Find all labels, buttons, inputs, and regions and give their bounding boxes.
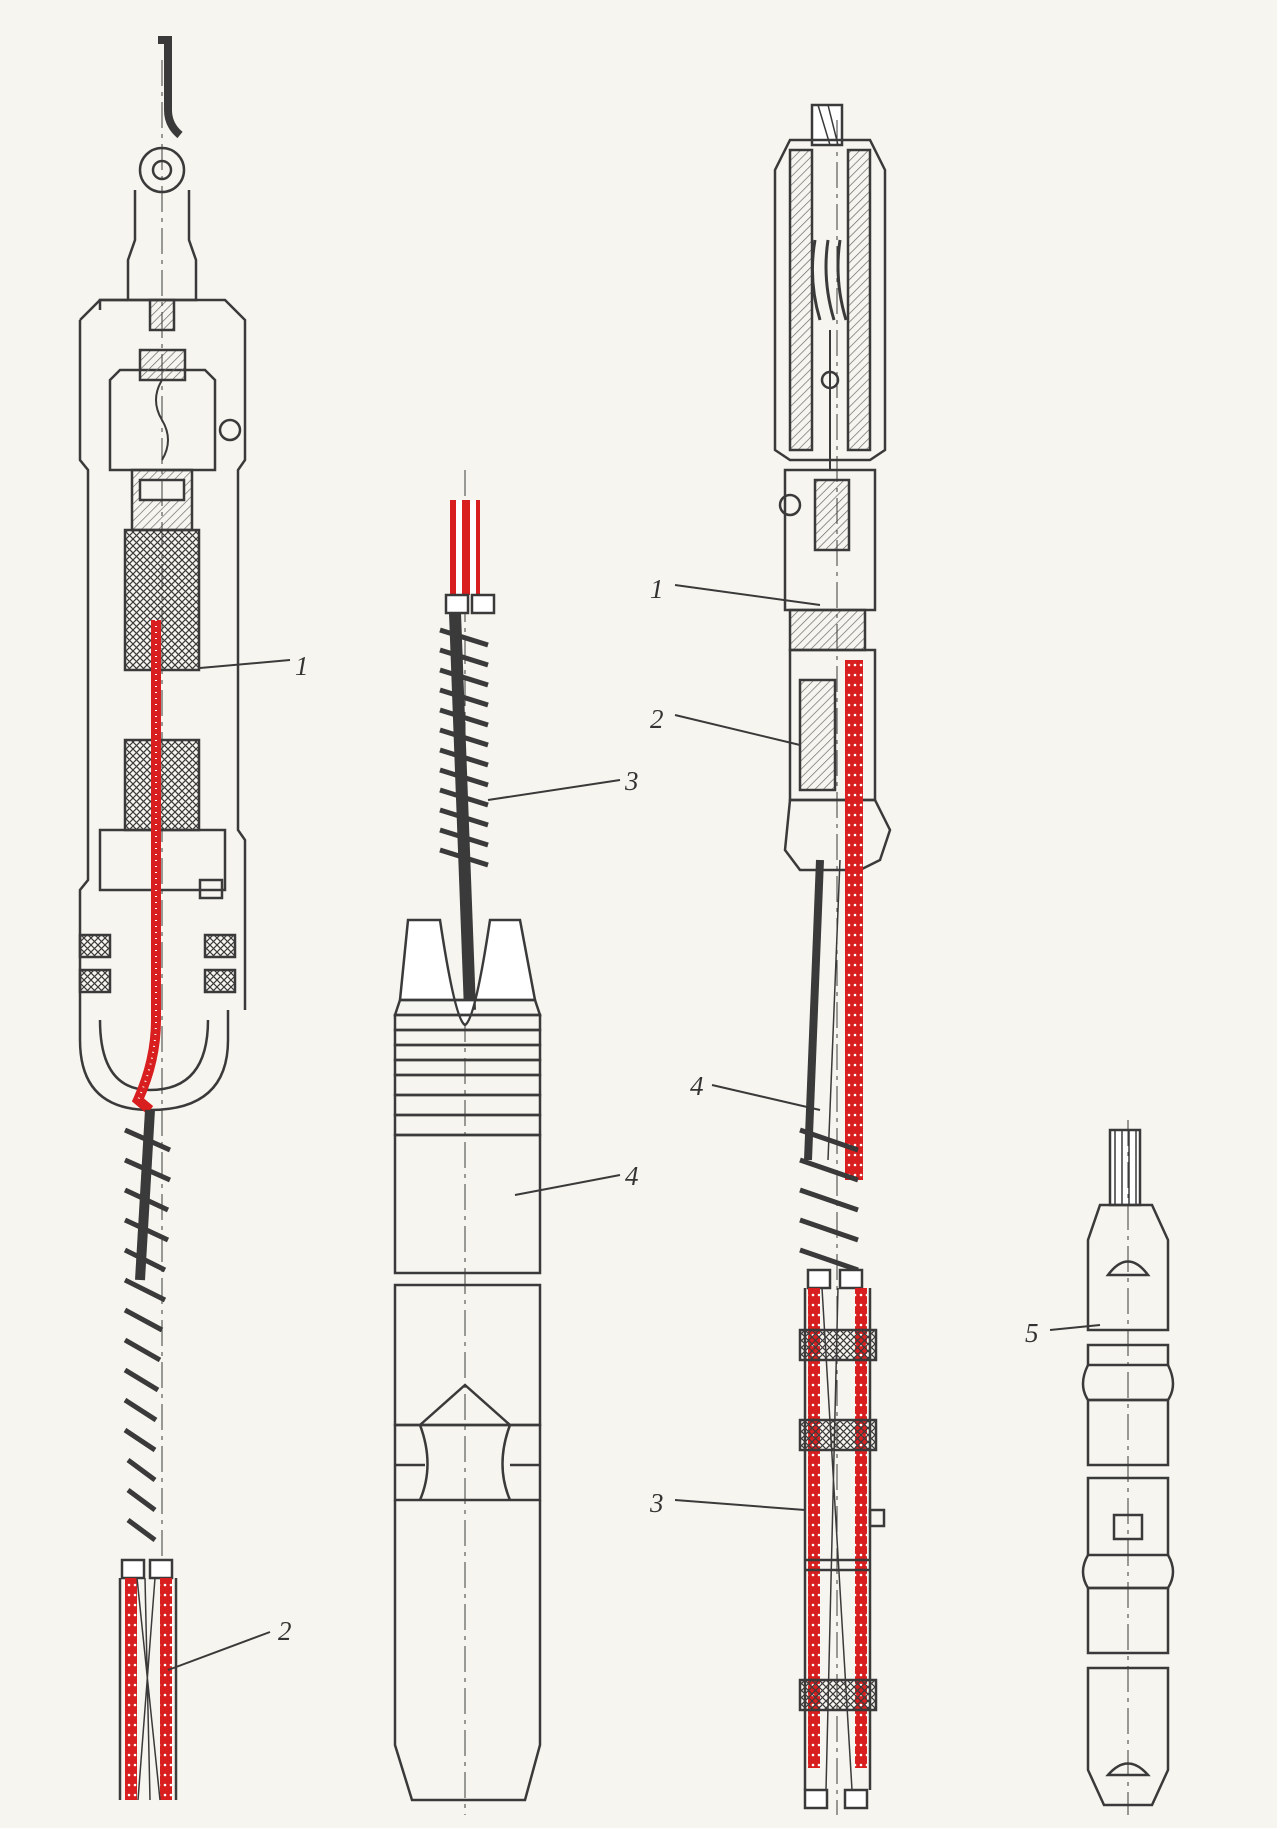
callout-c-3: 3 (649, 1488, 664, 1518)
callout-c-1: 1 (650, 574, 664, 604)
callout-a-2: 2 (278, 1616, 292, 1646)
callout-a-1: 1 (295, 651, 309, 681)
callout-b-4: 4 (625, 1161, 639, 1191)
spiral-grip-c (799, 1127, 859, 1273)
callout-c-2: 2 (650, 704, 664, 734)
callout-c-4: 4 (690, 1071, 704, 1101)
callout-d-5: 5 (1025, 1318, 1039, 1348)
housing-right-wall (79, 298, 247, 1010)
figure-b-wedge-socket (393, 470, 621, 1815)
spiral-grip-b (439, 612, 489, 1011)
figure-d-socket-side-view (1049, 1120, 1175, 1815)
knurled-ring-2 (798, 1418, 878, 1452)
knurled-ring-1 (798, 1328, 878, 1362)
spiral-grip-a (123, 1109, 172, 1543)
callout-b-3: 3 (624, 766, 639, 796)
knurled-ring-3 (798, 1678, 878, 1712)
housing-left-wall (78, 320, 90, 1010)
figure-a-coupling-assembly (78, 36, 291, 1801)
figure-c-tensioner-assembly (674, 103, 892, 1815)
